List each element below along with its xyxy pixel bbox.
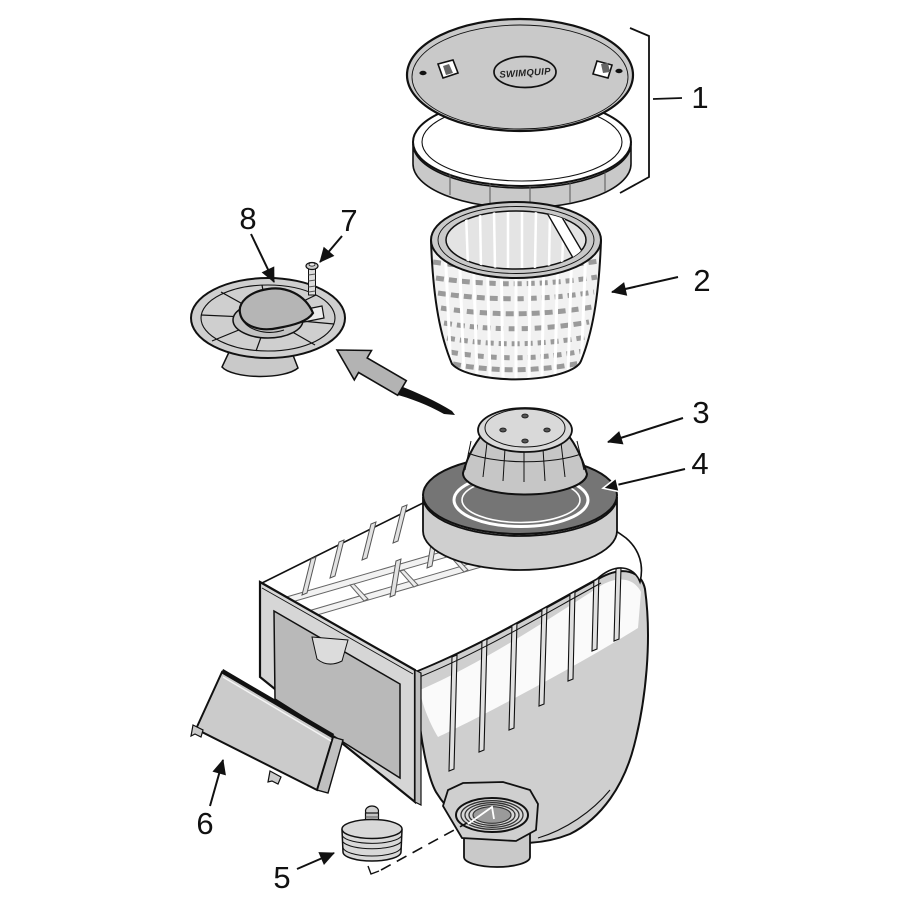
callout-5-leader <box>296 852 335 870</box>
callout-8-number: 8 <box>239 201 256 236</box>
tank-bottom-rim-line <box>537 789 611 839</box>
strainer-basket <box>430 201 602 381</box>
lid-handle-slot-left <box>436 59 460 80</box>
skimmer-body <box>258 407 649 868</box>
callout-7-leader <box>319 235 343 263</box>
vacuum-plate <box>190 277 346 378</box>
callout-2-number: 2 <box>693 263 710 298</box>
throat-opening <box>273 609 401 780</box>
brand-logo-text: SWIMQUIP <box>499 66 551 81</box>
callouts: 1 2 3 4 5 6 7 8 <box>196 27 711 895</box>
callout-6-number: 6 <box>196 806 213 841</box>
assembly-direction-arrow <box>335 349 455 415</box>
callout-4-number: 4 <box>691 446 708 481</box>
weir-door <box>190 669 344 794</box>
basket-handle <box>541 211 586 264</box>
lid-screw-hole-right <box>615 68 623 74</box>
callout-8-leader <box>250 233 275 283</box>
callout-4-leader <box>601 468 686 493</box>
lid-handle-slot-right <box>591 60 614 79</box>
weir-pivot-tab-right <box>267 770 282 785</box>
skimmer-lid: SWIMQUIP <box>405 17 635 133</box>
callout-2-leader <box>611 276 679 296</box>
tank-fins <box>448 566 622 772</box>
callout-3-leader <box>607 417 684 445</box>
plate-flapper <box>238 287 315 333</box>
brand-logo-oval <box>493 55 557 89</box>
throat-frame <box>258 580 422 806</box>
drain-plug <box>341 805 468 875</box>
callout-3-number: 3 <box>692 395 709 430</box>
weir-pivot-tab-left <box>190 724 204 738</box>
lid-screw-hole-left <box>419 70 427 76</box>
tank-highlight <box>420 579 641 737</box>
callout-1-number: 1 <box>691 80 708 115</box>
screw <box>305 261 319 296</box>
alignment-corner-mark <box>367 865 380 875</box>
callout-1-leader <box>619 27 683 194</box>
deck-edge-line <box>416 582 602 679</box>
weir-socket <box>311 636 349 665</box>
callout-5-number: 5 <box>273 860 290 895</box>
float-valve <box>461 407 589 496</box>
alignment-dashed-line <box>380 822 468 871</box>
drain-port <box>442 781 539 842</box>
basket-interior-ribs <box>464 211 586 269</box>
callout-7-number: 7 <box>340 203 357 238</box>
callout-6-leader <box>209 759 226 807</box>
